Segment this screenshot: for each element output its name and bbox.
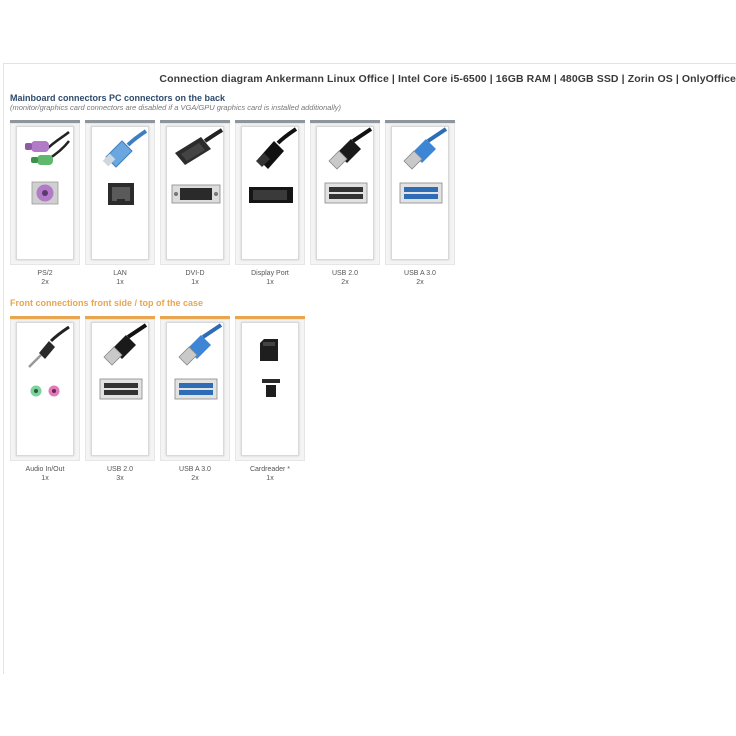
connector-bar xyxy=(85,120,155,123)
connector-lan: LAN 1x xyxy=(85,120,155,286)
connector-bar xyxy=(10,120,80,123)
back-section-heading: Mainboard connectors PC connectors on th… xyxy=(10,93,226,103)
connector-card xyxy=(310,123,380,265)
connector-count: 2x xyxy=(341,279,349,286)
front-connector-row: Audio In/Out 1x USB 2.0 3x xyxy=(10,316,305,482)
connector-count: 1x xyxy=(191,279,199,286)
connector-label: PS/2 xyxy=(37,270,53,277)
connector-cardreader: Cardreader * 1x xyxy=(235,316,305,482)
connector-bar xyxy=(10,316,80,319)
connector-label: USB 2.0 xyxy=(106,466,134,473)
connector-usb3-front: USB A 3.0 2x xyxy=(160,316,230,482)
front-section-heading: Front connections front side / top of th… xyxy=(10,298,204,308)
connector-count: 1x xyxy=(266,279,274,286)
connector-label: LAN xyxy=(113,270,127,277)
diagram-frame xyxy=(3,63,736,674)
ps2-icon xyxy=(25,131,70,205)
connector-label: Audio In/Out xyxy=(25,466,65,473)
connector-card xyxy=(160,123,230,265)
connector-card xyxy=(160,319,230,461)
connector-bar xyxy=(235,120,305,123)
connector-label: USB A 3.0 xyxy=(179,466,211,473)
usb3-icon xyxy=(174,323,223,400)
cardreader-icon xyxy=(260,339,280,397)
connector-card xyxy=(235,319,305,461)
connector-count: 2x xyxy=(416,279,424,286)
connector-count: 1x xyxy=(116,279,124,286)
lan-icon xyxy=(102,129,148,205)
usb3-icon xyxy=(399,127,448,204)
connector-label: DVI-D xyxy=(185,270,205,277)
connector-count: 1x xyxy=(41,475,49,482)
connector-bar xyxy=(385,120,455,123)
back-connector-row: PS/2 2x LAN 1x xyxy=(10,120,455,286)
connector-label: USB A 3.0 xyxy=(404,270,436,277)
connector-bar xyxy=(160,316,230,319)
connector-label: Cardreader * xyxy=(249,466,291,473)
connector-usb3-back: USB A 3.0 2x xyxy=(385,120,455,286)
displayport-icon xyxy=(249,127,298,203)
connector-bar xyxy=(310,120,380,123)
connector-bar xyxy=(85,316,155,319)
connector-ps2: PS/2 2x xyxy=(10,120,80,286)
usb2-icon xyxy=(99,323,148,400)
connector-card xyxy=(235,123,305,265)
connector-displayport: Display Port 1x xyxy=(235,120,305,286)
back-section-note: (monitor/graphics card connectors are di… xyxy=(10,103,341,112)
dvi-icon xyxy=(171,128,224,204)
connector-usb2-front: USB 2.0 3x xyxy=(85,316,155,482)
connector-usb2-back: USB 2.0 2x xyxy=(310,120,380,286)
connector-card xyxy=(85,319,155,461)
connector-card xyxy=(10,123,80,265)
connector-count: 3x xyxy=(116,475,124,482)
connector-card xyxy=(385,123,455,265)
usb2-icon xyxy=(324,127,373,204)
connector-bar xyxy=(235,316,305,319)
connector-count: 2x xyxy=(191,475,199,482)
connector-card xyxy=(85,123,155,265)
audio-icon xyxy=(28,325,70,397)
connector-count: 2x xyxy=(41,279,49,286)
connector-dvi: DVI-D 1x xyxy=(160,120,230,286)
connector-audio: Audio In/Out 1x xyxy=(10,316,80,482)
connector-label: Display Port xyxy=(251,270,289,277)
connector-label: USB 2.0 xyxy=(331,270,359,277)
connector-card xyxy=(10,319,80,461)
connector-count: 1x xyxy=(266,475,274,482)
connector-bar xyxy=(160,120,230,123)
page-title: Connection diagram Ankermann Linux Offic… xyxy=(159,73,736,85)
